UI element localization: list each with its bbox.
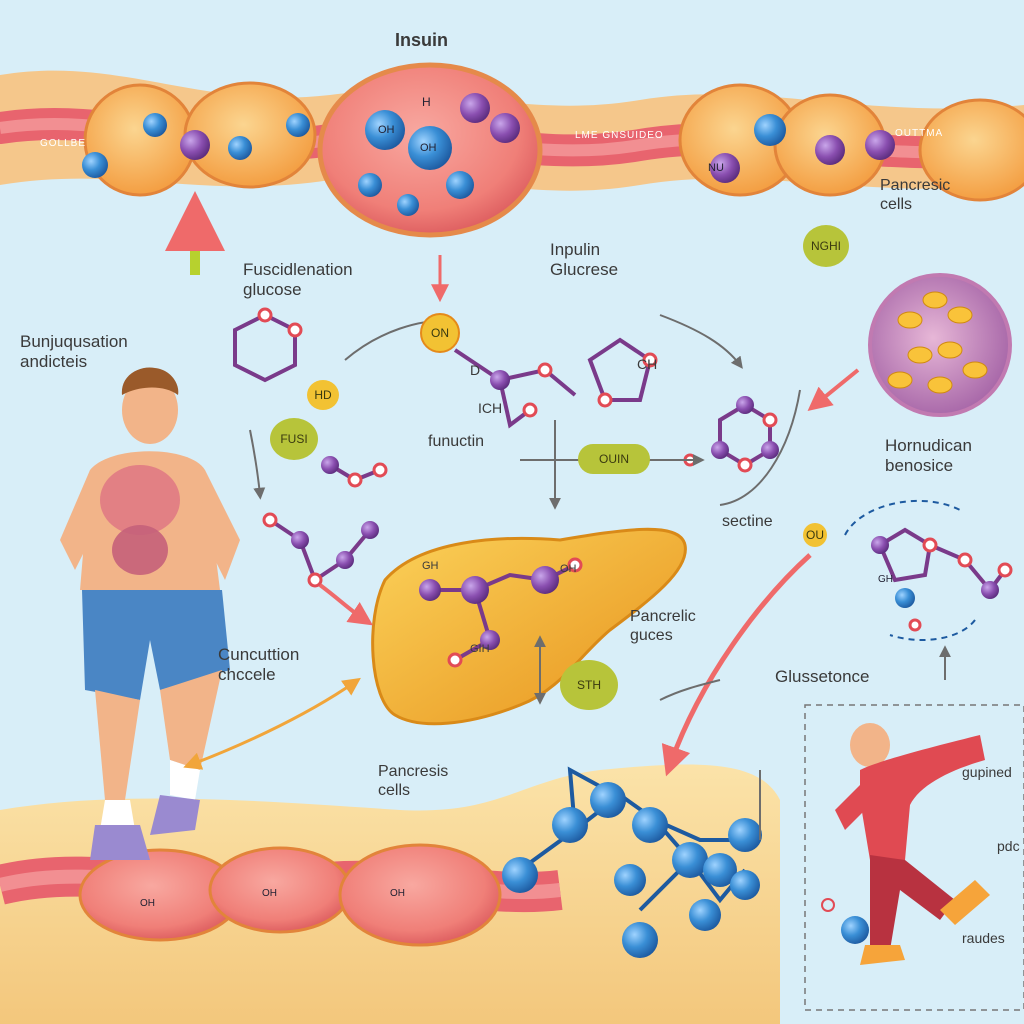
badge-ou: OU <box>803 523 827 547</box>
atoms-red <box>257 307 1013 668</box>
runner-figure <box>60 367 240 860</box>
badge-hd: HD <box>307 380 339 410</box>
badge-sth: STH <box>560 660 618 710</box>
vessel-text-2: LME GNSUIDEO <box>575 130 664 141</box>
label-glussetonce: Glussetonce <box>775 667 870 686</box>
top-cell-text-nu: NU <box>708 162 724 174</box>
label-ich: ICH <box>478 400 503 416</box>
bottom-cell-text-oh1: OH <box>140 898 155 909</box>
vessel-text-1: GOLLBE <box>40 138 87 149</box>
label-gupined: gupined <box>962 764 1012 780</box>
badge-fusi: FUSI <box>270 418 318 460</box>
top-cell-text-h: H <box>422 95 431 109</box>
badge-nghi: NGHI <box>803 225 849 267</box>
label-bunjuqusation: Bunjuqusation andicteis <box>20 332 128 372</box>
zoom-inset <box>868 273 1012 417</box>
label-pancresis-cells: Pancresis cells <box>378 763 449 800</box>
atoms-purple <box>180 93 999 650</box>
label-ch: CH <box>637 356 658 372</box>
label-funuctin: funuctin <box>428 433 485 450</box>
label-sectine: sectine <box>722 513 773 530</box>
bottom-cell-text-oh2: OH <box>262 888 277 899</box>
label-hornudican-benosice: Hornudican benosice <box>885 436 972 476</box>
label-pancrelic-guces: Pancrelic guces <box>630 608 696 645</box>
liver <box>371 527 687 726</box>
liver-text-gih: GIH <box>470 643 490 655</box>
label-cuncuttion: Cuncuttion chccele <box>218 645 300 685</box>
atoms-blue <box>82 110 915 958</box>
label-d: D <box>470 362 481 378</box>
vessel-text-3: OUTTMA <box>895 128 944 139</box>
label-pancreatic-cells-right: Pancresic cells <box>880 177 951 214</box>
liver-text-oh: OH <box>560 563 577 575</box>
top-cell-text-oh1: OH <box>378 124 395 136</box>
bottom-cell-text-oh3: OH <box>390 888 405 899</box>
label-inpulin-glucrese: Inpulin Glucrese <box>550 240 619 280</box>
athlete-figure <box>804 704 1024 1011</box>
label-insulin: Insuin <box>395 30 448 50</box>
label-raudes: raudes <box>962 930 1005 946</box>
liver-text-gh: GH <box>422 560 439 572</box>
top-cell-text-oh2: OH <box>420 142 437 154</box>
right-molecule-text: GH <box>878 574 893 585</box>
badge-on-top: ON <box>420 313 460 353</box>
label-fuscidlenation-glucose: Fuscidlenation glucose <box>243 260 353 300</box>
label-pdc: pdc <box>997 838 1020 854</box>
badge-ouin: OUIN <box>578 444 650 474</box>
